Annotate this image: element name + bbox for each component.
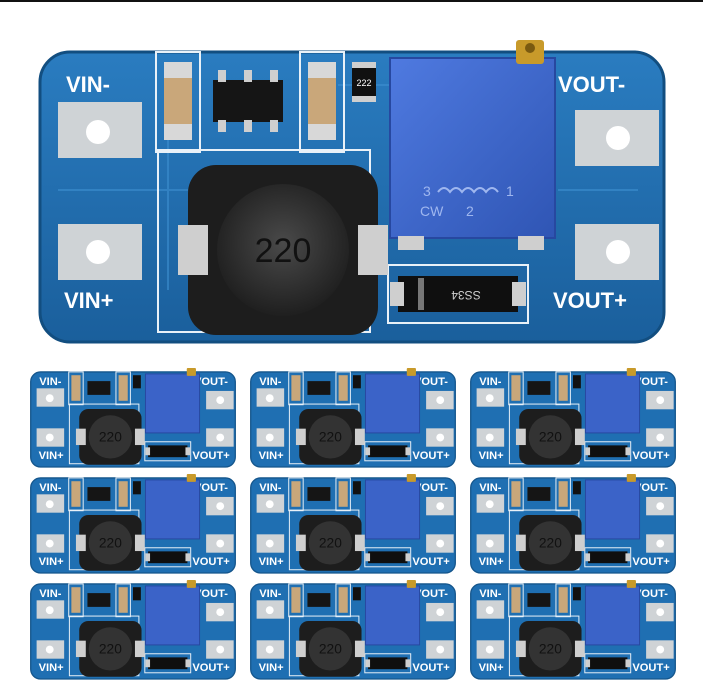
trimmer-potentiometer: 3 1 CW 2 — [389, 40, 556, 250]
ic-chip — [213, 70, 283, 132]
svg-text:VIN+: VIN+ — [479, 556, 505, 568]
svg-text:VIN+: VIN+ — [39, 662, 65, 674]
output-capacitor — [308, 62, 336, 140]
hero-boost-converter-board: VIN- VIN+ VOUT- VOUT+ — [38, 40, 666, 345]
board-thumbnail-r1-c3: VIN- VIN+ VOUT- VOUT+ 220 — [470, 368, 676, 468]
svg-text:VIN-: VIN- — [259, 376, 282, 388]
svg-text:VIN+: VIN+ — [479, 662, 505, 674]
svg-text:VIN-: VIN- — [479, 376, 502, 388]
board-thumbnail-r2-c1: VIN- VIN+ VOUT- VOUT+ 220 — [30, 474, 236, 574]
svg-text:220: 220 — [99, 641, 122, 656]
svg-text:VOUT-: VOUT- — [414, 482, 448, 494]
svg-text:VOUT+: VOUT+ — [192, 556, 230, 568]
vout-minus-hole — [606, 126, 630, 150]
svg-text:VIN-: VIN- — [479, 588, 502, 600]
vin-plus-hole — [86, 240, 110, 264]
svg-text:VIN+: VIN+ — [39, 556, 65, 568]
svg-text:VOUT+: VOUT+ — [192, 450, 230, 462]
svg-text:VOUT-: VOUT- — [414, 588, 448, 600]
resistor-code: 222 — [356, 78, 371, 88]
board-thumbnail-r2-c3: VIN- VIN+ VOUT- VOUT+ 220 — [470, 474, 676, 574]
svg-text:VIN+: VIN+ — [259, 450, 285, 462]
svg-text:VIN+: VIN+ — [479, 450, 505, 462]
svg-text:VOUT-: VOUT- — [634, 376, 668, 388]
svg-text:VIN+: VIN+ — [259, 556, 285, 568]
input-capacitor — [164, 62, 192, 140]
vin-plus-label: VIN+ — [64, 288, 114, 313]
schottky-diode: SS34 — [390, 276, 526, 312]
board-thumbnail-r3-c1: VIN- VIN+ VOUT- VOUT+ 220 — [30, 580, 236, 680]
vout-minus-label: VOUT- — [558, 72, 625, 97]
svg-text:VOUT-: VOUT- — [634, 482, 668, 494]
svg-text:VOUT-: VOUT- — [194, 482, 228, 494]
pot-pin-left: 3 — [423, 183, 431, 199]
svg-text:220: 220 — [539, 641, 562, 656]
svg-text:VOUT+: VOUT+ — [412, 556, 450, 568]
svg-text:VIN-: VIN- — [39, 376, 62, 388]
svg-text:VOUT-: VOUT- — [414, 376, 448, 388]
svg-text:220: 220 — [319, 641, 342, 656]
svg-text:VOUT+: VOUT+ — [632, 662, 670, 674]
power-inductor: 220 — [178, 165, 388, 335]
board-thumbnail-r1-c1: VIN- VIN+ VOUT- VOUT+ 220 — [30, 368, 236, 468]
svg-text:220: 220 — [99, 429, 122, 444]
svg-text:VOUT-: VOUT- — [194, 376, 228, 388]
svg-text:VOUT+: VOUT+ — [192, 662, 230, 674]
svg-text:VIN-: VIN- — [39, 482, 62, 494]
svg-text:VIN-: VIN- — [259, 588, 282, 600]
board-thumbnail-r1-c2: VIN- VIN+ VOUT- VOUT+ 220 — [250, 368, 456, 468]
svg-text:220: 220 — [539, 429, 562, 444]
board-thumbnail-r2-c2: VIN- VIN+ VOUT- VOUT+ 220 — [250, 474, 456, 574]
svg-text:VOUT+: VOUT+ — [412, 662, 450, 674]
pot-cw-label: CW — [420, 203, 444, 219]
svg-text:220: 220 — [539, 535, 562, 550]
svg-text:VOUT+: VOUT+ — [632, 450, 670, 462]
vin-minus-hole — [86, 120, 110, 144]
board-thumbnail-r3-c3: VIN- VIN+ VOUT- VOUT+ 220 — [470, 580, 676, 680]
svg-text:VIN-: VIN- — [259, 482, 282, 494]
vin-minus-label: VIN- — [66, 72, 110, 97]
svg-text:VOUT+: VOUT+ — [632, 556, 670, 568]
svg-text:VIN-: VIN- — [479, 482, 502, 494]
inductor-marking: 220 — [255, 232, 312, 270]
pot-pin-mid: 2 — [466, 203, 474, 219]
svg-text:220: 220 — [319, 429, 342, 444]
vout-plus-hole — [606, 240, 630, 264]
svg-text:VIN+: VIN+ — [259, 662, 285, 674]
svg-text:VOUT-: VOUT- — [634, 588, 668, 600]
top-border-line — [0, 0, 703, 2]
vout-plus-label: VOUT+ — [553, 288, 627, 313]
svg-text:220: 220 — [99, 535, 122, 550]
svg-text:VOUT+: VOUT+ — [412, 450, 450, 462]
svg-text:VOUT-: VOUT- — [194, 588, 228, 600]
svg-text:VIN+: VIN+ — [39, 450, 65, 462]
diode-marking: SS34 — [451, 288, 481, 302]
svg-text:220: 220 — [319, 535, 342, 550]
svg-text:VIN-: VIN- — [39, 588, 62, 600]
board-thumbnail-r3-c2: VIN- VIN+ VOUT- VOUT+ 220 — [250, 580, 456, 680]
smd-resistor: 222 — [352, 62, 376, 102]
pot-pin-right: 1 — [506, 183, 514, 199]
